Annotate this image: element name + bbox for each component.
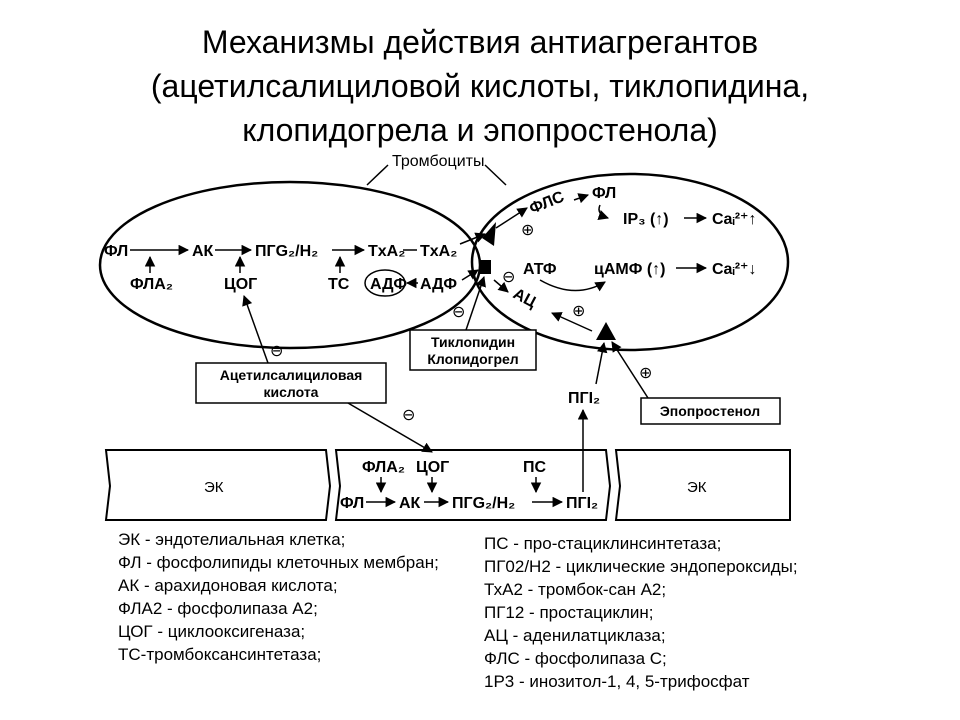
legend-left-item: ФЛА2 - фосфолипаза А2; bbox=[118, 599, 318, 618]
left-cog: ЦОГ bbox=[224, 276, 257, 293]
legend-right-item: 1Р3 - инозитол-1, 4, 5-трифосфат bbox=[484, 672, 750, 691]
ek-right-label: ЭК bbox=[687, 479, 707, 496]
left-ak: АК bbox=[192, 243, 214, 260]
between-adf: АДФ bbox=[420, 276, 457, 293]
ek-fla2: ФЛА₂ bbox=[362, 459, 405, 476]
ek-ak: АК bbox=[399, 495, 421, 512]
legend-left: ЭК - эндотелиальная клетка; ФЛ - фосфоли… bbox=[118, 528, 439, 666]
arrow-receptor-fls bbox=[495, 207, 528, 229]
right-ac: АЦ bbox=[510, 286, 539, 312]
platelet-cell-left bbox=[98, 180, 482, 350]
endothelial-cell-right bbox=[614, 449, 791, 521]
legend-right-item: ТхА2 - тромбок-сан А2; bbox=[484, 580, 667, 599]
adf-highlight-circle bbox=[364, 269, 406, 297]
arrow-aspirin-cog bbox=[242, 295, 269, 364]
aspirin-line-1: Ацетилсалициловая bbox=[220, 367, 363, 383]
pgi2-label: ПГI₂ bbox=[568, 390, 600, 407]
txa2-receptor-icon bbox=[482, 222, 496, 246]
sign-minus-ac: ⊖ bbox=[502, 269, 515, 286]
left-txa2: TxA₂ bbox=[368, 243, 405, 260]
arrow-ticlo-receptor bbox=[465, 276, 486, 331]
sign-plus-ac: ⊕ bbox=[572, 303, 585, 320]
right-fl: ФЛ bbox=[592, 185, 616, 202]
legend-right-item: АЦ - аденилатциклаза; bbox=[484, 626, 666, 645]
platelets-label: Тромбоциты bbox=[392, 153, 484, 170]
arrow-atf-camf bbox=[539, 279, 606, 292]
sign-minus-ticlo: ⊖ bbox=[452, 304, 465, 321]
left-pgg: ПГG₂/H₂ bbox=[255, 243, 318, 260]
arrow-txa2-to-receptor bbox=[459, 232, 486, 245]
title-line-3: клопидогрела и эпопростенола) bbox=[242, 112, 718, 148]
legend-right-item: ПС - про-стациклинсинтетаза; bbox=[484, 534, 722, 553]
ticlopidine-line-2: Клопидогрел bbox=[427, 351, 518, 367]
adf-receptor-icon bbox=[479, 260, 491, 274]
arrow-epo-receptor bbox=[611, 341, 649, 399]
left-adf: АДФ bbox=[370, 276, 407, 293]
right-ca-down: Caᵢ²⁺↓ bbox=[712, 261, 756, 278]
page-title: Механизмы действия антиагрегантов (ацети… bbox=[0, 20, 960, 152]
arrow-receptor-ac bbox=[551, 312, 593, 332]
title-line-1: Механизмы действия антиагрегантов bbox=[201, 24, 759, 60]
sign-plus-epo: ⊕ bbox=[639, 365, 652, 382]
legend-left-item: ЭК - эндотелиальная клетка; bbox=[118, 530, 346, 549]
legend-left-item: ТС-тромбоксансинтетаза; bbox=[118, 645, 322, 664]
ek-pgi2: ПГI₂ bbox=[566, 495, 598, 512]
endothelial-cell-left bbox=[104, 449, 332, 521]
endothelial-cell-center bbox=[334, 449, 612, 521]
pgi2-receptor-icon bbox=[596, 322, 616, 340]
sign-plus-fls: ⊕ bbox=[521, 222, 534, 239]
legend-left-item: ФЛ - фосфолипиды клеточных мембран; bbox=[118, 553, 439, 572]
sign-minus-aspirin-cog: ⊖ bbox=[270, 343, 283, 360]
ticlopidine-box bbox=[409, 329, 537, 371]
ek-cog: ЦОГ bbox=[416, 459, 449, 476]
ek-left-label: ЭК bbox=[204, 479, 224, 496]
left-ts: ТС bbox=[328, 276, 350, 293]
legend-right-item: ПГ02/Н2 - циклические эндопероксиды; bbox=[484, 557, 798, 576]
arrow-fls-fl bbox=[573, 193, 589, 204]
aspirin-box bbox=[195, 362, 387, 404]
arrow-pgi2-receptor bbox=[595, 341, 608, 385]
legend-left-item: АК - арахидоновая кислота; bbox=[118, 576, 338, 595]
right-ca-up: Caᵢ²⁺↑ bbox=[712, 211, 756, 228]
platelets-pointer-right bbox=[484, 164, 507, 186]
legend-left-item: ЦОГ - циклооксигеназа; bbox=[118, 622, 306, 641]
title-line-2: (ацетилсалициловой кислоты, тиклопидина, bbox=[150, 68, 810, 104]
right-atf: АТФ bbox=[523, 261, 557, 278]
platelet-cell-right bbox=[470, 172, 790, 352]
right-camf: цАМФ (↑) bbox=[594, 261, 665, 278]
sign-minus-aspirin-ek: ⊖ bbox=[402, 407, 415, 424]
ek-pgg: ПГG₂/H₂ bbox=[452, 495, 515, 512]
arrow-adf-receptor-ac bbox=[493, 279, 509, 293]
legend-right-item: ФЛС - фосфолипаза С; bbox=[484, 649, 667, 668]
epoprostenol-label: Эпопростенол bbox=[660, 403, 760, 419]
right-ip3: IP₃ (↑) bbox=[623, 211, 669, 228]
left-fla2: ФЛА₂ bbox=[130, 276, 173, 293]
arrow-fl-ip3 bbox=[597, 204, 609, 220]
arrow-aspirin-ek bbox=[347, 402, 433, 453]
arrow-adf-to-receptor bbox=[461, 269, 479, 281]
between-txa2: TxA₂ bbox=[420, 243, 457, 260]
aspirin-line-2: кислота bbox=[264, 384, 319, 400]
legend-right-item: ПГ12 - простациклин; bbox=[484, 603, 654, 622]
epoprostenol-box bbox=[640, 397, 781, 425]
ek-fl: ФЛ bbox=[340, 495, 364, 512]
legend-right: ПС - про-стациклинсинтетаза; ПГ02/Н2 - ц… bbox=[484, 532, 798, 693]
ek-ps: ПС bbox=[523, 459, 547, 476]
left-fl: ФЛ bbox=[104, 243, 128, 260]
ticlopidine-line-1: Тиклопидин bbox=[431, 334, 515, 350]
platelets-pointer-left bbox=[366, 164, 389, 186]
